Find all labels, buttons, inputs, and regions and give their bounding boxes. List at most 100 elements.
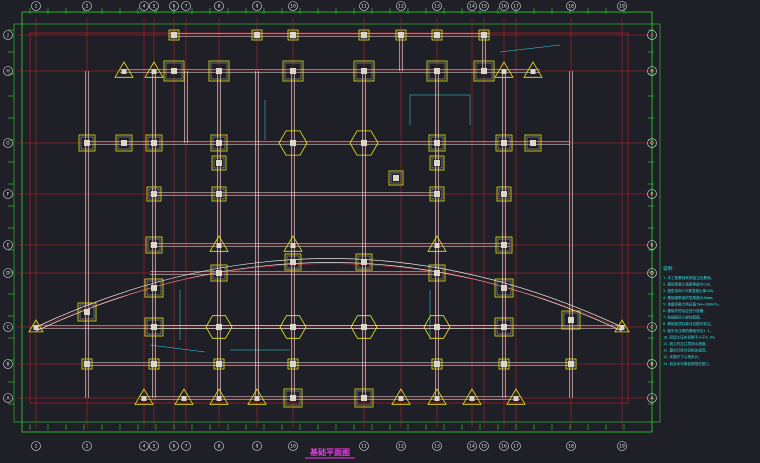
col-axis-bubble <box>139 441 149 451</box>
outer-frame <box>21 11 653 433</box>
col-axis-label: 2 <box>86 4 89 10</box>
footing-pad <box>388 170 404 186</box>
footing-pad <box>524 134 542 152</box>
column-stub <box>434 243 440 248</box>
row-axis-label: H <box>650 69 653 75</box>
col-axis-label: 9 <box>256 444 259 450</box>
footing-pad <box>213 358 225 370</box>
col-axis-bubble <box>511 1 521 11</box>
footing-tri <box>209 235 229 252</box>
column-stub <box>290 259 296 265</box>
footing-tri <box>391 388 411 405</box>
footing-step <box>390 172 402 184</box>
column-stub <box>513 396 519 401</box>
footing-tri <box>283 235 303 252</box>
footing-step <box>79 304 95 320</box>
column-stub <box>171 32 177 38</box>
row-axis-bubble <box>647 66 657 76</box>
note-line: 6.基础开挖后应进行验槽。 <box>663 308 707 313</box>
footing-tri <box>506 388 526 405</box>
col-axis-label: 1 <box>35 4 38 10</box>
footing-step <box>497 238 511 252</box>
row-axis-label: F <box>651 192 654 198</box>
column-stub <box>290 32 296 38</box>
col-axis-bubble <box>479 1 489 11</box>
footing-tri <box>134 388 154 405</box>
footing-step <box>356 390 372 406</box>
column-stub <box>361 259 367 265</box>
footing-step <box>146 319 162 335</box>
row-axis-bubble <box>647 138 657 148</box>
col-axis-label: 7 <box>185 444 188 450</box>
column-stub <box>290 243 296 248</box>
column-stub <box>501 285 507 291</box>
col-axis-label: 8 <box>218 444 221 450</box>
col-axis-bubble <box>139 1 149 11</box>
footing-step <box>213 157 225 169</box>
note-line: 7.柱插筋同上部柱配筋。 <box>663 315 703 320</box>
row-axis-label: J <box>650 33 652 39</box>
col-axis-bubble <box>617 441 627 451</box>
footing-step <box>498 188 510 200</box>
col-axis-bubble <box>82 1 92 11</box>
drawing-frame <box>13 11 661 433</box>
row-axis-bubble <box>3 322 13 332</box>
column-stub <box>181 396 187 401</box>
row-axis-bubble <box>3 240 13 250</box>
row-axis-label: B <box>650 362 653 368</box>
column-stub <box>434 191 440 197</box>
column-stub <box>361 68 367 74</box>
footing-step <box>286 255 300 269</box>
col-axis-bubble <box>169 441 179 451</box>
col-axis-bubble <box>31 1 41 11</box>
row-axis-bubble <box>3 268 13 278</box>
column-stub <box>290 140 296 146</box>
note-line: 13.本图尺寸以毫米计。 <box>663 354 702 359</box>
row-axis-bubble <box>3 189 13 199</box>
column-stub <box>216 361 222 367</box>
col-axis-bubble <box>31 441 41 451</box>
column-stub <box>501 69 507 74</box>
column-stub <box>290 68 296 74</box>
column-stub <box>481 68 487 74</box>
row-axis-label: E <box>7 243 10 249</box>
column-stub <box>361 140 367 146</box>
footing-step <box>430 266 444 280</box>
footing-hex <box>423 315 451 339</box>
column-stub <box>216 324 222 330</box>
col-axis-label: 15 <box>481 4 487 10</box>
column-stub <box>216 243 222 248</box>
footing-step <box>147 136 161 150</box>
column-stub <box>469 396 475 401</box>
footing-tri <box>462 388 482 405</box>
column-footings <box>28 29 630 408</box>
col-axis-label: 13 <box>434 444 440 450</box>
column-stub <box>501 191 507 197</box>
footing-pad <box>282 60 304 82</box>
footing-pad <box>355 253 373 271</box>
arc-axis <box>39 263 619 328</box>
footing-pad <box>210 134 228 152</box>
footing-step <box>117 136 131 150</box>
row-axis-bubble <box>647 240 657 250</box>
footing-tri <box>523 61 543 78</box>
col-axis-bubble <box>617 1 627 11</box>
column-stub <box>501 140 507 146</box>
column-stub <box>568 317 574 323</box>
col-axis-label: 10 <box>290 4 296 10</box>
column-stub <box>254 32 260 38</box>
col-axis-label: 19 <box>619 4 625 10</box>
column-stub <box>84 361 90 367</box>
footing-pad <box>287 358 299 370</box>
footing-pad <box>211 155 227 171</box>
col-axis-label: 8 <box>218 4 221 10</box>
footing-step <box>210 62 228 80</box>
footing-pad <box>144 317 164 337</box>
footing-pad <box>473 60 495 82</box>
footing-tri <box>114 61 134 78</box>
col-axis-label: 6 <box>173 4 176 10</box>
col-axis-bubble <box>432 1 442 11</box>
col-axis-bubble <box>511 441 521 451</box>
footing-step <box>165 62 183 80</box>
